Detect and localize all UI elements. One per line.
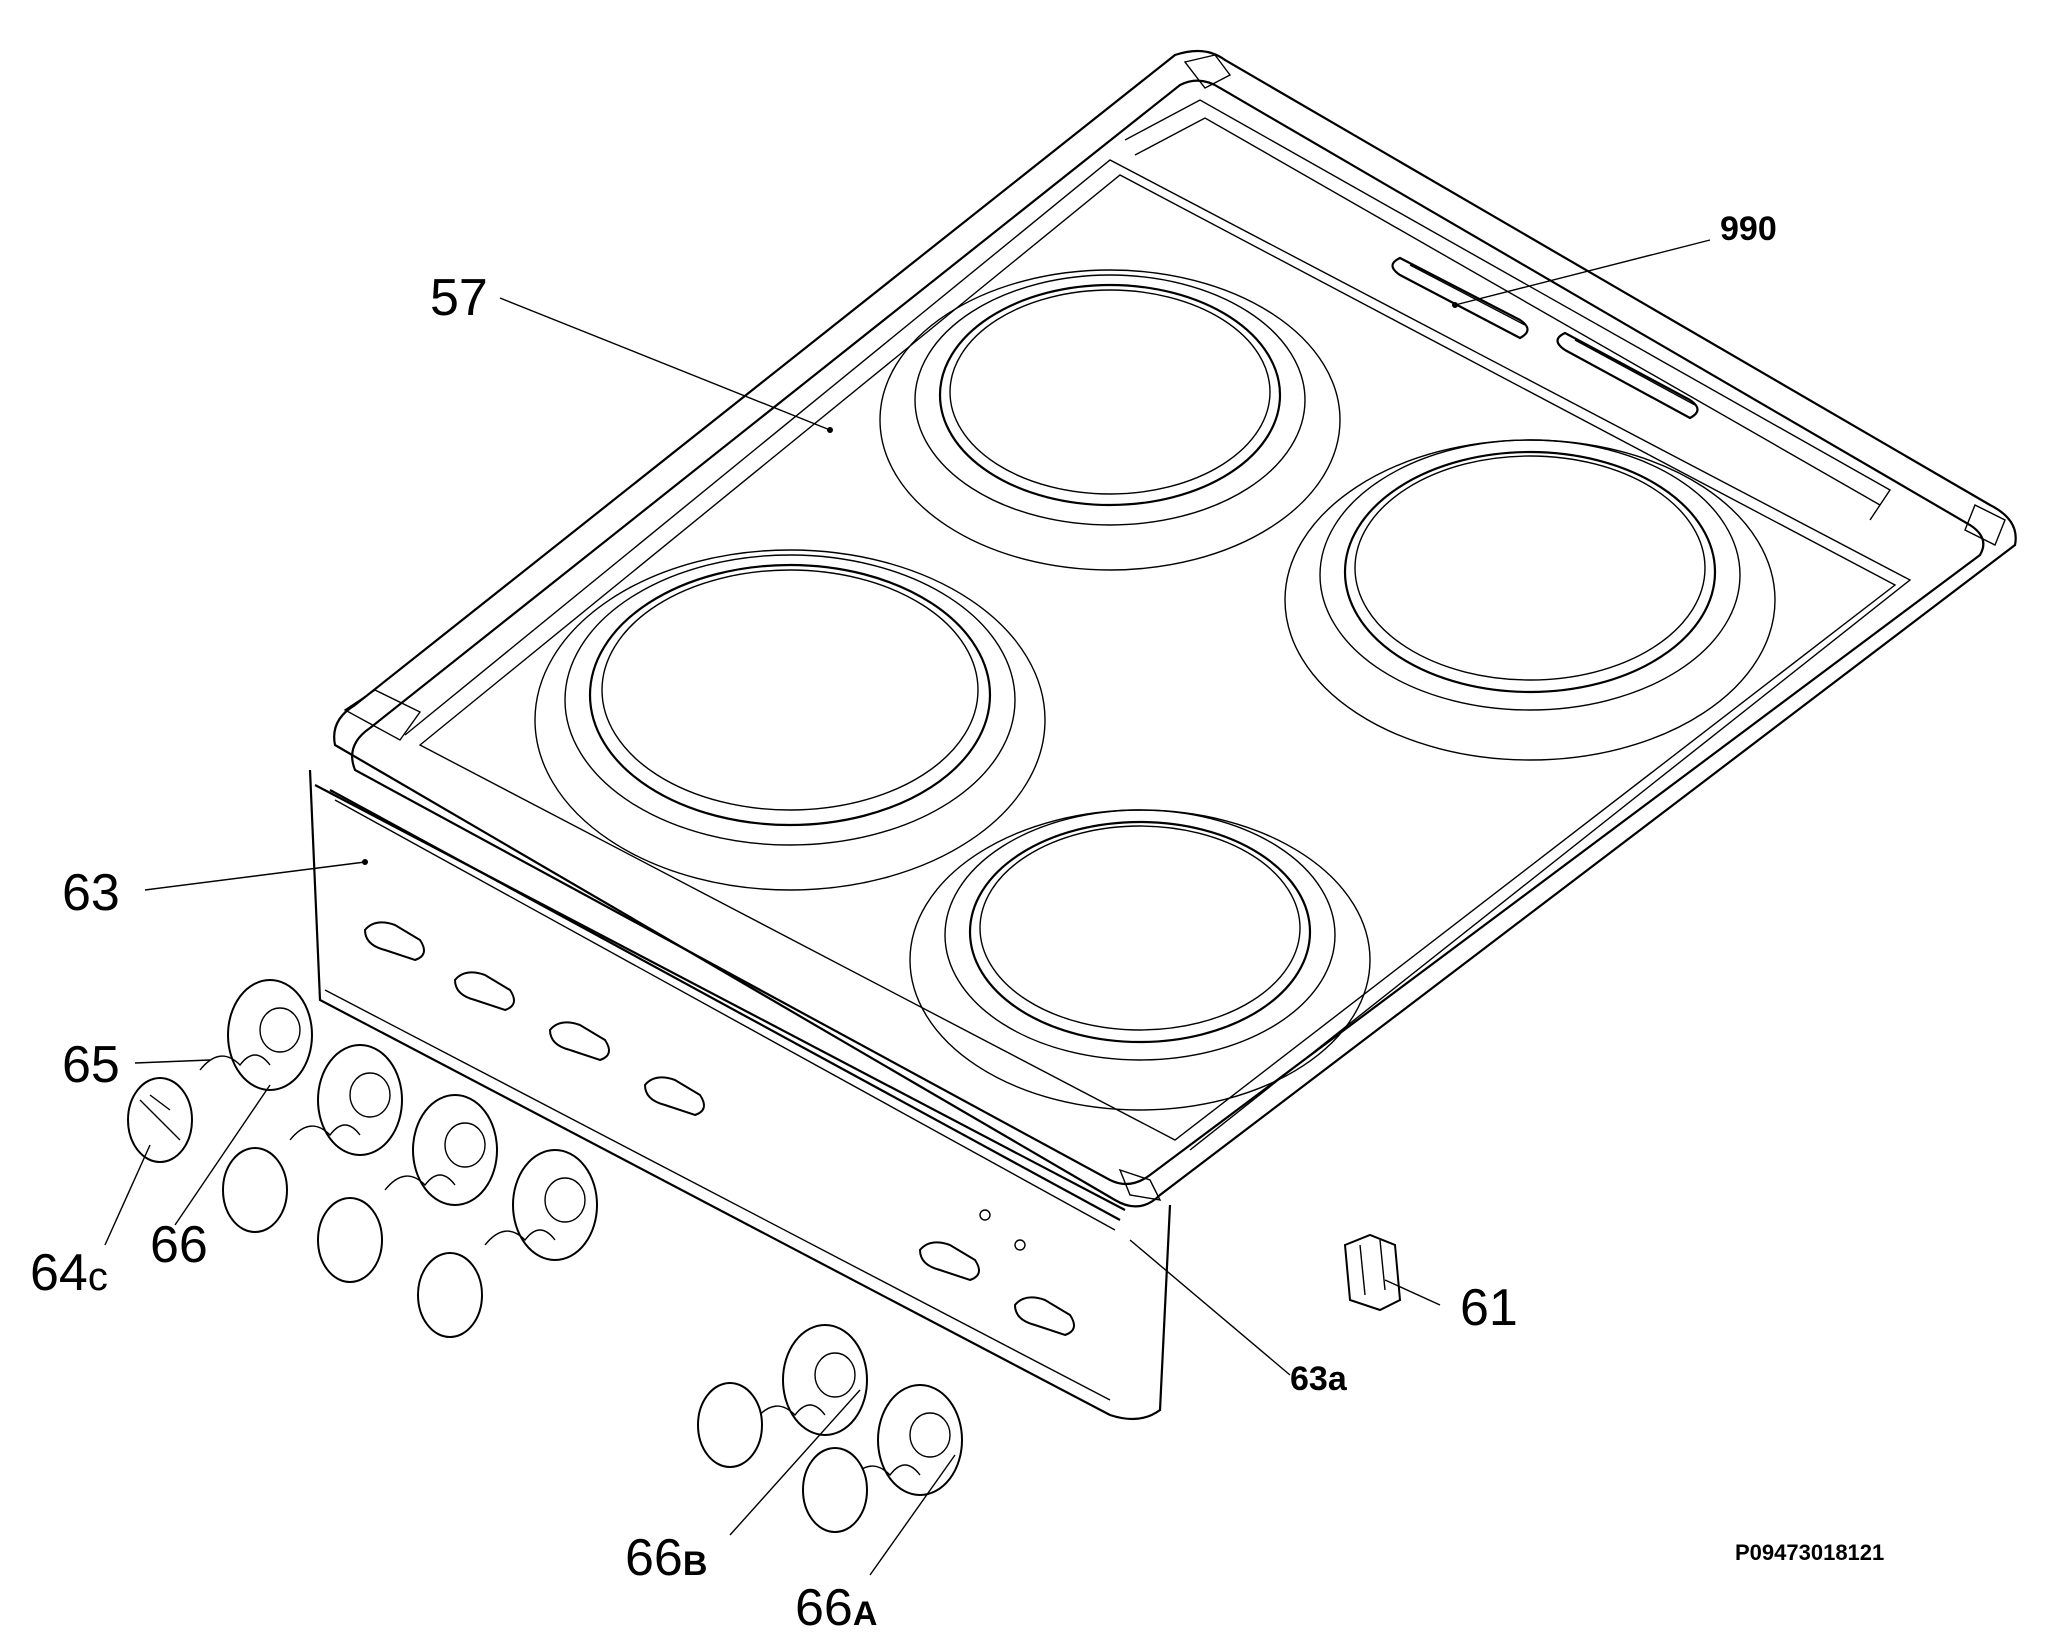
reference-code: P09473018121 [1735,1540,1884,1565]
knob-assembly-left-3 [317,1094,498,1283]
callout-61: 61 [1460,1279,1518,1337]
clip-part [1343,1233,1402,1312]
knob-assembly-right-2 [802,1384,963,1533]
callout-labels: 57 990 63 63a 65 66 64c 66B 66A 61 P0947… [30,210,1884,1637]
callout-990: 990 [1720,210,1777,248]
cooktop-frame [333,49,2017,1208]
hotplate-top-right [1284,439,1776,761]
hotplate-bottom-right [909,809,1371,1111]
hotplate-bottom-left [534,549,1046,891]
callout-66: 66 [150,1216,208,1274]
callout-66b: 66B [625,1529,707,1587]
callout-66a: 66A [795,1579,877,1637]
knob-assembly-right-1 [697,1324,868,1468]
callout-63a: 63a [1290,1360,1348,1398]
knob-assembly-left-1 [127,979,313,1163]
callout-65: 65 [62,1036,120,1094]
callout-57: 57 [430,269,488,327]
hotplate-top-left [879,269,1341,571]
knob-assembly-left-2 [222,1044,403,1233]
control-panel-front [308,769,1172,1421]
leader-lines [104,239,1711,1576]
vent-slots [1391,256,1699,420]
knob-assembly-left-4 [417,1149,598,1338]
callout-64c: 64c [30,1244,108,1302]
callout-63: 63 [62,864,120,922]
